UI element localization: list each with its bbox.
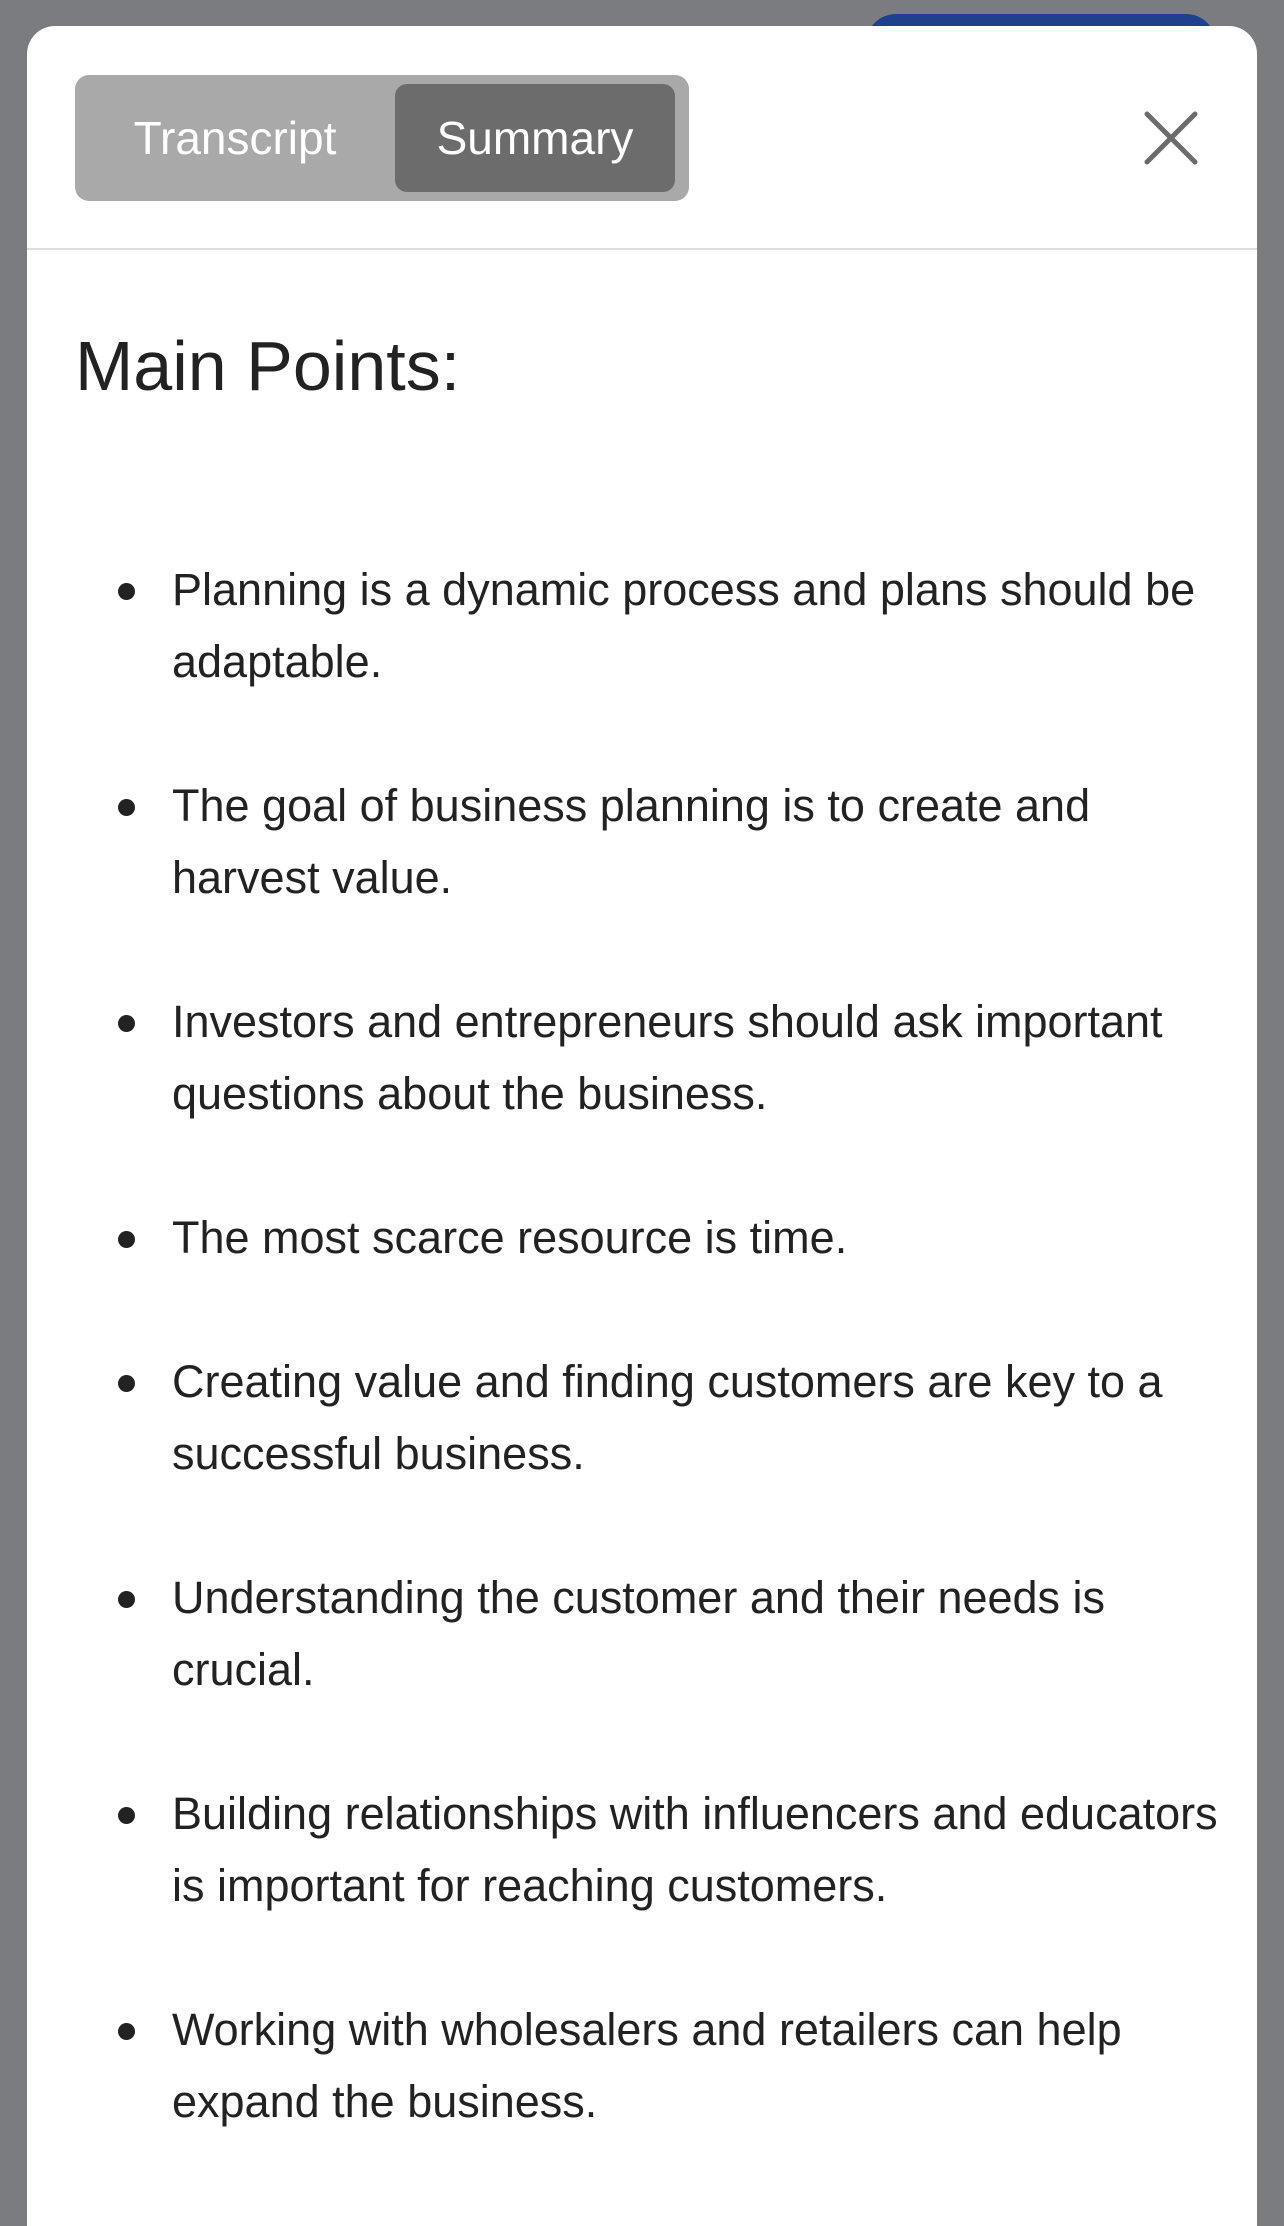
list-item: Investors and entrepreneurs should ask i… bbox=[75, 986, 1225, 1130]
bullet-icon bbox=[118, 799, 135, 816]
list-item: The most scarce resource is time. bbox=[75, 1202, 1225, 1274]
close-button[interactable] bbox=[1141, 108, 1201, 168]
list-item: Planning is a dynamic process and plans … bbox=[75, 554, 1225, 698]
close-icon bbox=[1144, 111, 1198, 165]
list-item-text: Understanding the customer and their nee… bbox=[172, 1572, 1106, 1695]
main-points-list: Planning is a dynamic process and plans … bbox=[75, 554, 1225, 2210]
list-item-text: Working with wholesalers and retailers c… bbox=[172, 2004, 1122, 2127]
summary-content: Main Points: bbox=[27, 250, 1257, 406]
list-item: Understanding the customer and their nee… bbox=[75, 1562, 1225, 1706]
summary-sheet: Transcript Summary Main Points: Planning… bbox=[27, 26, 1257, 2226]
summary-title: Main Points: bbox=[75, 327, 461, 405]
tab-transcript[interactable]: Transcript bbox=[133, 112, 337, 164]
list-item-text: Investors and entrepreneurs should ask i… bbox=[172, 996, 1163, 1119]
bullet-icon bbox=[118, 2023, 135, 2040]
tab-summary[interactable]: Summary bbox=[395, 84, 675, 192]
bullet-icon bbox=[118, 1015, 135, 1032]
list-item-text: Building relationships with influencers … bbox=[172, 1788, 1218, 1911]
bullet-icon bbox=[118, 1231, 135, 1248]
list-item: The goal of business planning is to crea… bbox=[75, 770, 1225, 914]
bullet-icon bbox=[118, 583, 135, 600]
list-item: Building relationships with influencers … bbox=[75, 1778, 1225, 1922]
list-item-text: The most scarce resource is time. bbox=[172, 1212, 848, 1263]
bullet-icon bbox=[118, 1591, 135, 1608]
segmented-control: Transcript Summary bbox=[75, 75, 689, 201]
list-item-text: Planning is a dynamic process and plans … bbox=[172, 564, 1196, 687]
bullet-icon bbox=[118, 1807, 135, 1824]
list-item: Creating value and finding customers are… bbox=[75, 1346, 1225, 1490]
list-item: Working with wholesalers and retailers c… bbox=[75, 1994, 1225, 2138]
list-item-text: The goal of business planning is to crea… bbox=[172, 780, 1091, 903]
sheet-header: Transcript Summary bbox=[27, 26, 1257, 250]
list-item-text: Creating value and finding customers are… bbox=[172, 1356, 1163, 1479]
bullet-icon bbox=[118, 1375, 135, 1392]
